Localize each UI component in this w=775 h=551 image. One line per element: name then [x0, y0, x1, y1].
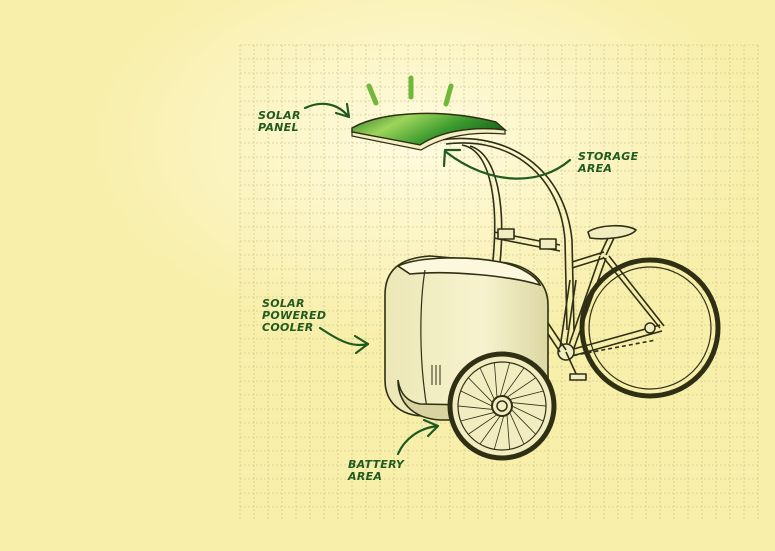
curved-arrow-icon [303, 102, 572, 456]
wheel-spoke [506, 414, 510, 450]
wheel-spoke [511, 405, 544, 422]
wheel-spoke [479, 415, 501, 445]
label-line: SOLAR [262, 297, 305, 310]
storage-area-label: STORAGE AREA [578, 151, 638, 175]
wheel-spoke [499, 362, 511, 397]
battery-area-label: BATTERY AREA [348, 459, 404, 483]
wheel-spoke [509, 390, 544, 400]
wheel-spoke [460, 412, 495, 422]
wheel-spoke [511, 409, 536, 435]
canopy-frame [439, 137, 575, 331]
wheel-spoke [468, 377, 493, 403]
label-line: PANEL [258, 121, 299, 134]
wheel-spoke [511, 402, 547, 407]
solar-panel-label: SOLAR PANEL [258, 110, 301, 134]
label-line: POWERED [262, 309, 327, 322]
wheel-spoke [468, 414, 498, 435]
label-line: COOLER [262, 321, 314, 334]
sun-rays-icon [366, 75, 454, 107]
wheel-spoke [503, 367, 525, 397]
label-line: SOLAR [258, 109, 301, 122]
wheel-spoke [493, 415, 505, 450]
wheel-spoke [509, 412, 525, 445]
label-line: AREA [578, 162, 613, 175]
wheel-icon [447, 351, 557, 461]
wheel-spoke [494, 362, 498, 398]
wheel-spoke [506, 377, 536, 398]
solar-panel [351, 112, 508, 151]
wheel-spoke [460, 390, 493, 407]
wheel-icon [579, 257, 721, 399]
wheel-spoke [479, 367, 495, 400]
wheel-spoke [457, 405, 493, 410]
solar-powered-cooler-label: SOLAR POWERED COOLER [262, 298, 326, 334]
label-line: AREA [348, 470, 383, 483]
label-line: STORAGE [578, 150, 639, 163]
label-line: BATTERY [348, 458, 405, 471]
